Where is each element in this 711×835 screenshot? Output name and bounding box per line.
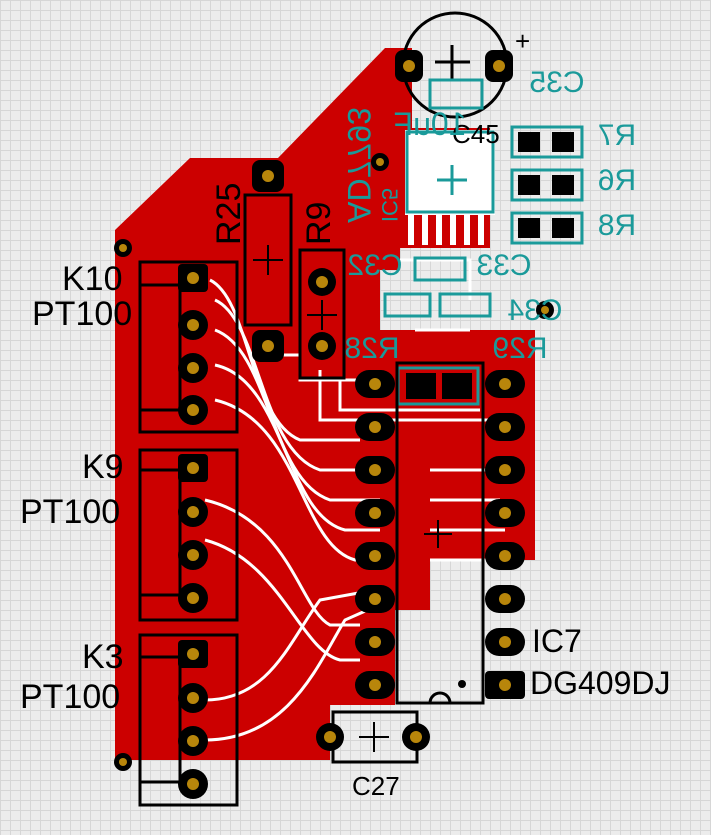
ic5-label: IC5 bbox=[377, 188, 402, 222]
r29-label: R29 bbox=[492, 332, 547, 365]
ad7793-label: AD7793 bbox=[341, 107, 377, 223]
mirrored-labels: C35 R7 R6 R8 C33 C32 C34 R28 R29 IC5 AD7… bbox=[341, 66, 636, 365]
c32-label: C32 bbox=[347, 249, 402, 282]
c45-plus-mark: + bbox=[515, 26, 530, 56]
ic7-part-label: DG409DJ bbox=[530, 665, 671, 701]
r9-label: R9 bbox=[300, 202, 338, 245]
r7-label: R7 bbox=[598, 119, 636, 152]
k9-pins bbox=[178, 454, 208, 613]
c35-label: C35 bbox=[529, 66, 584, 99]
k3-type-label: PT100 bbox=[20, 678, 120, 716]
k9-label: K9 bbox=[82, 448, 124, 486]
ic7-pins-right bbox=[485, 370, 525, 699]
r28-label: R28 bbox=[344, 332, 399, 365]
ic7-pins-left bbox=[355, 370, 395, 699]
k9-type-label: PT100 bbox=[20, 493, 120, 531]
r6-label: R6 bbox=[598, 164, 636, 197]
ic7-outline bbox=[395, 361, 485, 705]
k10-type-label: PT100 bbox=[32, 295, 132, 333]
c27-label: C27 bbox=[352, 771, 400, 801]
r8-label: R8 bbox=[598, 209, 636, 242]
ic5-pins bbox=[408, 215, 484, 245]
cap-value-label: 10uF bbox=[394, 106, 467, 142]
k3-label: K3 bbox=[82, 638, 124, 676]
ic7-label: IC7 bbox=[532, 623, 582, 659]
k10-pins bbox=[178, 264, 208, 425]
mounting-holes bbox=[114, 153, 554, 771]
r25-label: R25 bbox=[210, 183, 248, 245]
copper-pour bbox=[115, 48, 535, 760]
c33-label: C33 bbox=[476, 249, 531, 282]
c45-label: C45 bbox=[452, 119, 500, 149]
r25-outline bbox=[243, 193, 293, 327]
c34-label: C34 bbox=[507, 294, 562, 327]
r9-outline bbox=[298, 248, 346, 380]
k10-label: K10 bbox=[62, 260, 123, 298]
k3-pins bbox=[178, 640, 208, 799]
smd-pads bbox=[406, 132, 574, 399]
ic5-body bbox=[405, 130, 495, 215]
